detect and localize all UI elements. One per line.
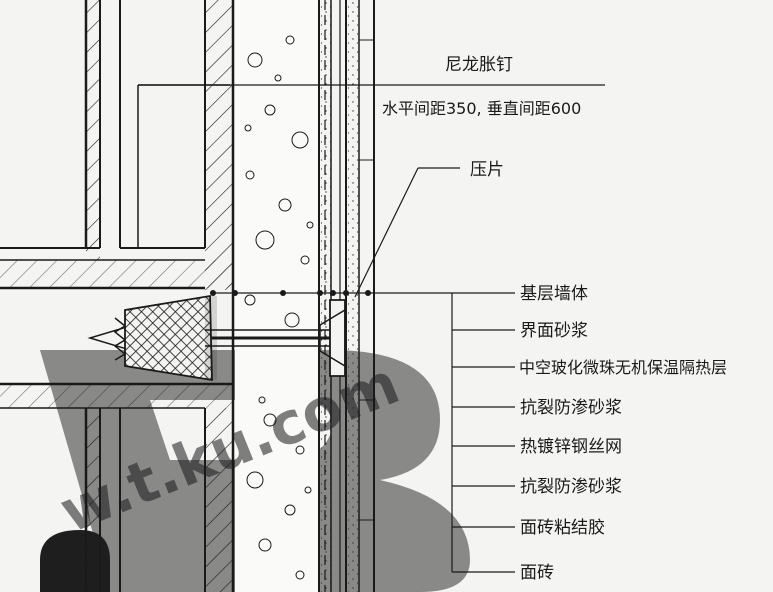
nylon-anchor xyxy=(87,294,346,382)
floor-slab-section xyxy=(0,0,235,592)
label-layer: 界面砂浆 xyxy=(520,321,588,341)
bubble xyxy=(295,445,305,455)
label-layer: 抗裂防渗砂浆 xyxy=(520,398,622,418)
bubble xyxy=(263,413,277,427)
bubble xyxy=(291,131,309,149)
bubble xyxy=(295,570,305,580)
label-layer: 中空玻化微珠无机保温隔热层 xyxy=(519,358,727,377)
insulation-bubbles xyxy=(244,35,314,580)
bubble xyxy=(244,124,252,132)
label-layer: 面砖 xyxy=(520,563,554,583)
label-layer: 抗裂防渗砂浆 xyxy=(520,477,622,497)
bubble xyxy=(306,221,314,229)
label-layer: 基层墙体 xyxy=(520,284,588,304)
anchor-dots xyxy=(210,290,375,296)
bubble xyxy=(255,230,275,250)
bubble xyxy=(244,294,256,306)
bubble xyxy=(258,538,272,552)
labels: 尼龙胀钉 水平间距350, 垂直间距600 压片 基层墙体 界面砂浆 中空玻化微… xyxy=(382,55,727,583)
bubble xyxy=(245,170,255,180)
bubble xyxy=(284,312,300,328)
bubble xyxy=(300,255,310,265)
bubble xyxy=(247,52,263,68)
label-layer: 热镀锌钢丝网 xyxy=(520,437,622,457)
bubble xyxy=(304,486,312,494)
bubble xyxy=(284,504,296,516)
label-layer: 面砖粘结胶 xyxy=(520,518,605,538)
bubble xyxy=(264,104,276,116)
label-anchor-spacing: 水平间距350, 垂直间距600 xyxy=(382,99,581,118)
leader-lines xyxy=(138,84,605,573)
label-clamp: 压片 xyxy=(470,160,504,180)
insulation-layer xyxy=(235,0,319,592)
bubble xyxy=(285,35,295,45)
bubble xyxy=(258,396,266,404)
bubble xyxy=(278,198,292,212)
bubble xyxy=(246,471,264,489)
bubble xyxy=(274,74,282,82)
label-nylon-anchor: 尼龙胀钉 xyxy=(445,55,513,75)
